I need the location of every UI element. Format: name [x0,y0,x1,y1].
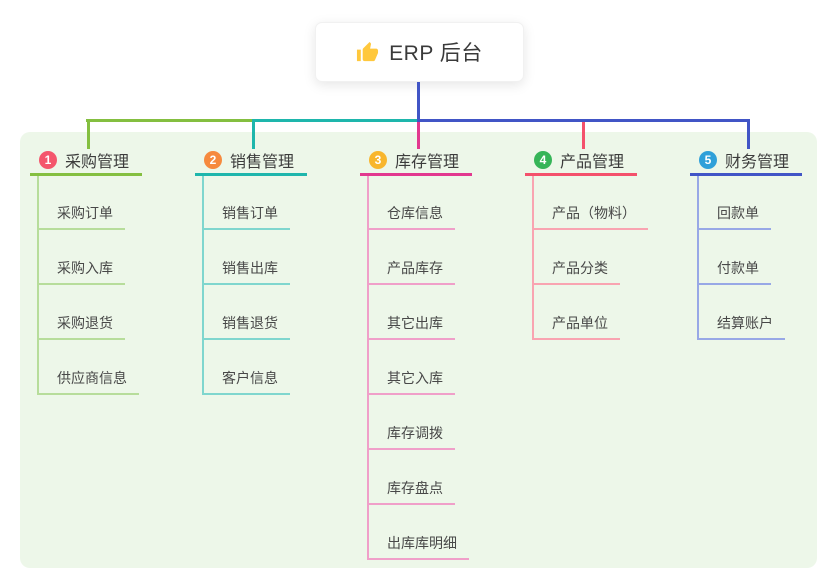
thumbs-up-icon [357,41,379,61]
branch-label: 库存管理 [395,154,460,171]
branch-children-line [697,176,699,340]
leaf-node[interactable]: 结算账户 [697,308,785,340]
root-label: ERP 后台 [389,42,483,65]
priority-badge-icon: 5 [699,151,717,169]
connector-drop-line [417,122,420,149]
branch-children-line [532,176,534,340]
leaf-node[interactable]: 销售退货 [202,308,290,340]
leaf-node[interactable]: 付款单 [697,253,771,285]
branch-label: 采购管理 [65,154,130,171]
branch-node-sales[interactable]: 2 销售管理 [195,147,294,173]
branch-underline [360,173,472,176]
branch-children-line [37,176,39,395]
priority-badge-icon: 1 [39,151,57,169]
branches-panel [20,132,817,568]
root-node[interactable]: ERP 后台 [315,22,524,82]
branch-node-finance[interactable]: 5 财务管理 [690,147,789,173]
branch-label: 财务管理 [725,154,790,171]
leaf-node[interactable]: 其它入库 [367,363,455,395]
branch-node-product[interactable]: 4 产品管理 [525,147,624,173]
priority-badge-icon: 3 [369,151,387,169]
leaf-node[interactable]: 出库库明细 [367,528,469,560]
leaf-node[interactable]: 采购退货 [37,308,125,340]
connector-drop-line [87,122,90,149]
leaf-node[interactable]: 仓库信息 [367,198,455,230]
connector-drop-line [582,122,585,149]
branch-underline [525,173,637,176]
leaf-node[interactable]: 其它出库 [367,308,455,340]
leaf-node[interactable]: 销售订单 [202,198,290,230]
leaf-node[interactable]: 客户信息 [202,363,290,395]
leaf-node[interactable]: 库存调拨 [367,418,455,450]
connector-drop-line [252,122,255,149]
leaf-node[interactable]: 供应商信息 [37,363,139,395]
connector-horizontal-segment [417,119,750,122]
connector-horizontal-segment [252,119,417,122]
leaf-node[interactable]: 采购订单 [37,198,125,230]
leaf-node[interactable]: 产品单位 [532,308,620,340]
root-stem-line [417,82,420,122]
branch-children-line [202,176,204,395]
branch-node-purchase[interactable]: 1 采购管理 [30,147,129,173]
priority-badge-icon: 2 [204,151,222,169]
branch-node-inventory[interactable]: 3 库存管理 [360,147,459,173]
priority-badge-icon: 4 [534,151,552,169]
branch-children-line [367,176,369,560]
leaf-node[interactable]: 回款单 [697,198,771,230]
leaf-node[interactable]: 产品分类 [532,253,620,285]
branch-label: 销售管理 [230,154,295,171]
leaf-node[interactable]: 产品库存 [367,253,455,285]
leaf-node[interactable]: 库存盘点 [367,473,455,505]
branch-underline [30,173,142,176]
branch-underline [195,173,307,176]
connector-horizontal-segment [86,119,252,122]
connector-drop-line [747,122,750,149]
leaf-node[interactable]: 销售出库 [202,253,290,285]
branch-label: 产品管理 [560,154,625,171]
leaf-node[interactable]: 采购入库 [37,253,125,285]
leaf-node[interactable]: 产品（物料） [532,198,648,230]
branch-underline [690,173,802,176]
